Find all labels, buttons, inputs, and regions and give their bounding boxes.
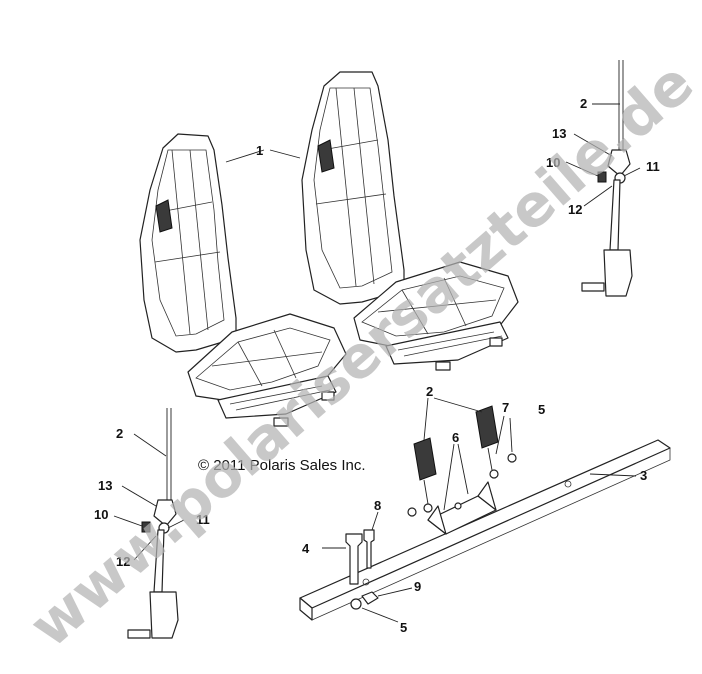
callout-10-left: 10 (94, 507, 108, 522)
callout-12-right: 12 (568, 202, 582, 217)
callout-11-left: 11 (196, 512, 210, 527)
callout-2-left: 2 (116, 426, 123, 441)
callout-3: 3 (640, 468, 647, 483)
callout-12-left: 12 (116, 554, 130, 569)
seat-right (301, 71, 519, 371)
callout-1: 1 (256, 143, 263, 158)
callout-9: 9 (414, 579, 421, 594)
callout-4: 4 (302, 541, 310, 556)
belt-assembly-right (565, 60, 641, 297)
belt-assembly-left (113, 408, 185, 639)
callout-11-right: 11 (646, 159, 660, 174)
callout-6: 6 (452, 430, 459, 445)
seat-left (139, 133, 347, 427)
callout-2-right: 2 (580, 96, 587, 111)
copyright-text: © 2011 Polaris Sales Inc. (198, 457, 366, 474)
callout-8: 8 (374, 498, 381, 513)
callout-7: 7 (502, 400, 509, 415)
callout-13-right: 13 (552, 126, 566, 141)
callout-5-bottom: 5 (400, 620, 407, 635)
callout-labels: 1 2 13 10 11 12 2 7 5 6 3 8 4 9 5 2 13 1… (94, 96, 660, 635)
callout-2-mid: 2 (426, 384, 433, 399)
callout-10-right: 10 (546, 155, 560, 170)
crossbar-assembly (225, 149, 671, 623)
callout-5-top: 5 (538, 402, 545, 417)
callout-13-left: 13 (98, 478, 112, 493)
